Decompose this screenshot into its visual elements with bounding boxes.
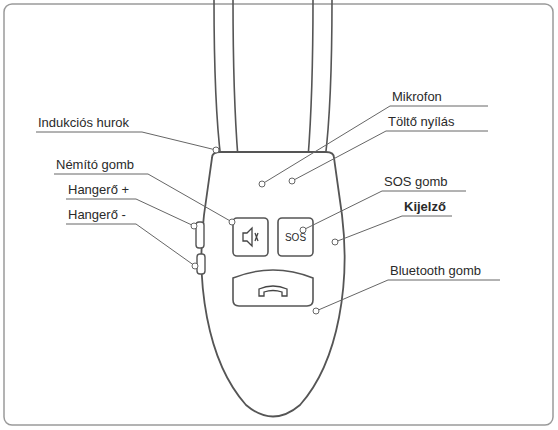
- device-body: [201, 152, 344, 417]
- part-label: Indukciós hurok: [38, 115, 129, 130]
- leader-lines: [36, 106, 500, 311]
- mute-button: [233, 218, 268, 256]
- bluetooth-button: [233, 270, 313, 306]
- phone-icon: [259, 286, 287, 296]
- speaker-icon: [243, 228, 258, 246]
- part-label: Mikrofon: [392, 89, 442, 104]
- part-label: Kijelző: [404, 199, 446, 214]
- part-label: Töltő nyílás: [388, 114, 454, 129]
- sos-button: [278, 218, 313, 256]
- part-label: Hangerő -: [68, 207, 126, 222]
- volume-down-button: [197, 254, 205, 274]
- leader-dots: [191, 147, 338, 314]
- part-label: Bluetooth gomb: [390, 263, 481, 278]
- part-label: Hangerő +: [68, 182, 129, 197]
- part-label: Némító gomb: [56, 157, 134, 172]
- neck-cords: [214, 0, 332, 160]
- frame: [4, 4, 553, 425]
- part-label: SOS gomb: [384, 174, 448, 189]
- button-text: SOS: [285, 230, 306, 245]
